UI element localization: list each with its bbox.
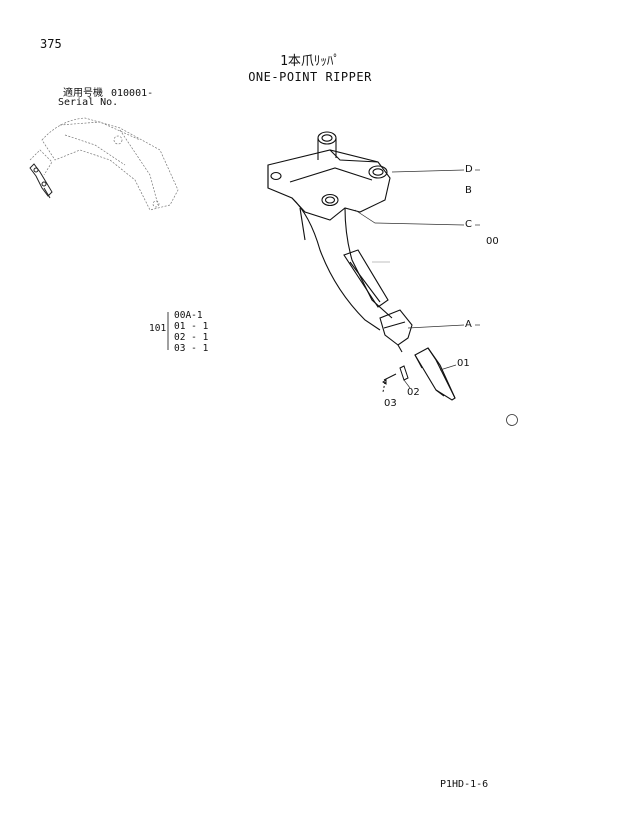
serial-value: 010001- xyxy=(111,88,154,99)
lock-part-03 xyxy=(382,373,397,393)
callout-c: C xyxy=(465,219,472,230)
serial-label-en: Serial No. xyxy=(58,97,119,108)
callout-part-01: 01 xyxy=(457,358,470,369)
pin-part-02 xyxy=(399,365,409,381)
callout-part-02: 02 xyxy=(407,387,420,398)
serial-label-jp: 適用号機 xyxy=(63,88,103,99)
leader-lines xyxy=(354,169,480,389)
callout-part-00: 00 xyxy=(486,236,499,247)
footer-code: P1HD-1-6 xyxy=(440,779,489,790)
callout-b: B xyxy=(465,185,472,196)
ripper-shank xyxy=(267,131,413,353)
bom-item: 02 - 1 xyxy=(174,332,209,343)
callout-d: D xyxy=(465,164,473,175)
title-japanese: 1本爪ﾘｯﾊﾟ xyxy=(280,54,340,69)
circled-w-mark xyxy=(506,414,518,426)
thumbnail-ripper xyxy=(29,163,53,199)
tooth-part-01 xyxy=(414,347,456,401)
bom-item: 03 - 1 xyxy=(174,343,209,354)
excavator-arm-thumbnail xyxy=(29,117,179,211)
bom-parent-number: 101 xyxy=(149,323,167,334)
callout-part-03: 03 xyxy=(384,398,397,409)
title-english: ONE-POINT RIPPER xyxy=(248,70,372,84)
page-number: 375 xyxy=(40,37,62,51)
bom-item: 00A-1 xyxy=(174,310,203,321)
bom-item: 01 - 1 xyxy=(174,321,209,332)
callout-a: A xyxy=(465,319,472,330)
